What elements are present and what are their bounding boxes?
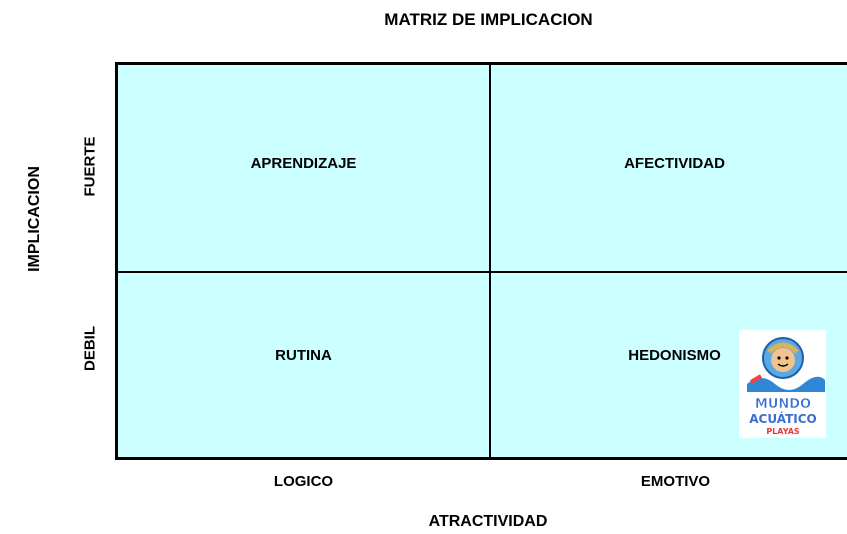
horizontal-divider	[118, 271, 847, 273]
quadrant-rutina: RUTINA	[275, 347, 332, 364]
y-tick-fuerte: FUERTE	[81, 136, 99, 197]
quadrant-hedonismo: HEDONISMO	[628, 347, 721, 364]
x-axis-title: ATRACTIVIDAD	[428, 513, 548, 530]
mundo-acuatico-logo-icon: MUNDO ACUÁTICO PLAYAS	[739, 330, 826, 438]
implication-matrix: APRENDIZAJE AFECTIVIDAD RUTINA HEDONISMO	[115, 62, 847, 460]
y-axis-title: IMPLICACION	[26, 166, 43, 272]
vertical-divider	[489, 65, 491, 457]
logo-text-mundo: MUNDO	[755, 397, 811, 412]
y-tick-debil: DEBIL	[81, 326, 99, 371]
logo-graphic: MUNDO ACUÁTICO PLAYAS	[747, 337, 825, 436]
x-tick-logico: LOGICO	[273, 473, 334, 490]
x-tick-emotivo: EMOTIVO	[640, 473, 711, 490]
logo-text-playas: PLAYAS	[766, 427, 800, 436]
quadrant-aprendizaje: APRENDIZAJE	[250, 155, 357, 172]
quadrant-afectividad: AFECTIVIDAD	[624, 155, 725, 172]
diagram-title: MATRIZ DE IMPLICACION	[384, 10, 593, 29]
logo-text-acuatico: ACUÁTICO	[749, 411, 816, 426]
